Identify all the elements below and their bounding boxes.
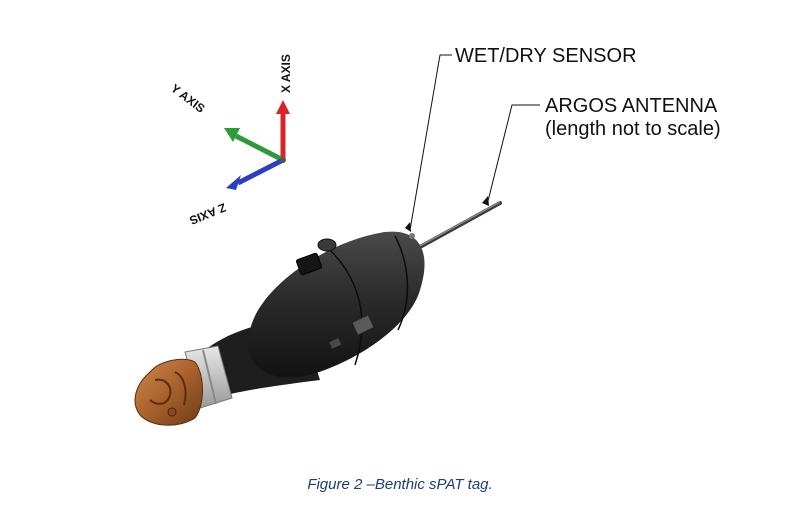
tag-side-slot (329, 338, 342, 349)
figure-caption: Figure 2 –Benthic sPAT tag. (307, 476, 493, 493)
tag-end-cap-detail (149, 378, 172, 405)
y-axis-label: Y AXIS (168, 81, 207, 115)
tag-end-cap-bolt (167, 407, 177, 417)
z-axis-arrowhead (226, 175, 241, 190)
x-axis-arrowhead (276, 100, 290, 114)
tag-seam (329, 249, 363, 366)
axis-origin (280, 157, 286, 163)
x-axis-label: X AXIS (279, 54, 293, 93)
tag-float-body (247, 231, 425, 378)
tag-end-cap (134, 358, 203, 426)
tag-top-port (317, 238, 337, 252)
tag-collar-ring (202, 349, 217, 405)
z-axis-label: Z AXIS (187, 200, 228, 227)
argos-antenna (418, 201, 502, 249)
tag-window (295, 252, 323, 276)
argos-antenna-label: ARGOS ANTENNA (545, 95, 718, 117)
axis-triad: X AXIS Y AXIS Z AXIS (168, 54, 293, 227)
argos-antenna-note: (length not to scale) (545, 118, 721, 140)
tag-end-cap-detail (174, 371, 187, 406)
wet-dry-sensor-label: WET/DRY SENSOR (455, 45, 637, 67)
callout-wet-dry: WET/DRY SENSOR (405, 45, 637, 232)
tag-side-window (351, 314, 375, 336)
y-axis-arrowhead (224, 128, 240, 142)
wet-dry-sensor (409, 233, 415, 239)
callout-antenna: ARGOS ANTENNA (length not to scale) (482, 95, 721, 206)
z-axis-arrow (236, 157, 285, 186)
y-axis-arrow (234, 133, 285, 163)
spat-tag (134, 231, 425, 426)
tag-seam (394, 235, 409, 331)
